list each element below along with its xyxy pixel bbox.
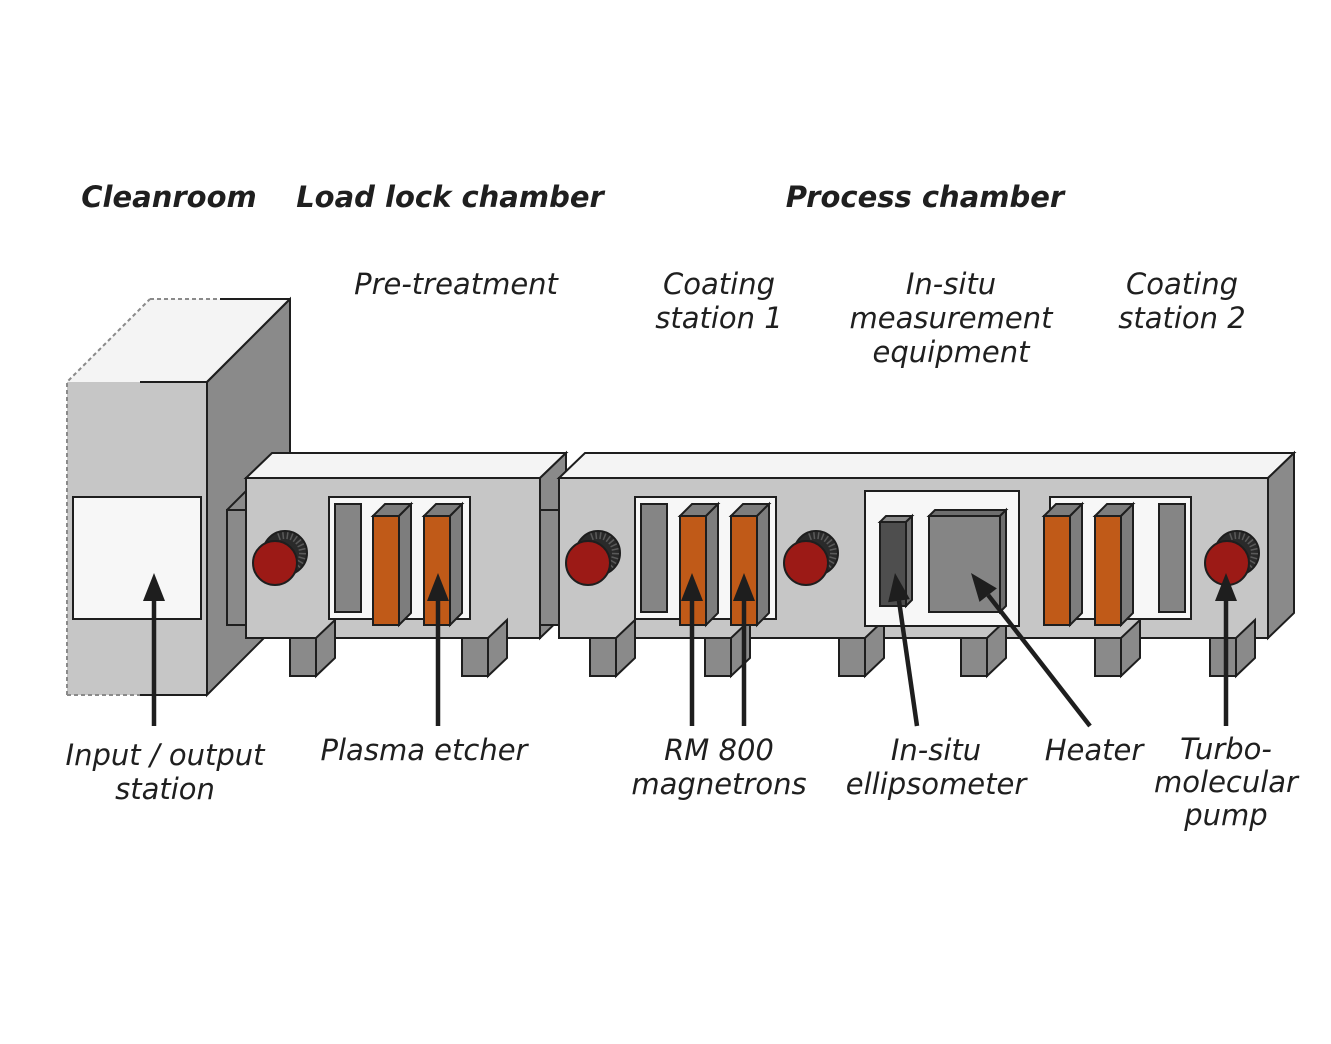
arrow-magnetron-1 bbox=[681, 573, 703, 726]
coating1-gray-target bbox=[641, 504, 667, 612]
heater-unit bbox=[929, 510, 1006, 612]
etcher-electrode-1 bbox=[373, 504, 411, 625]
process-side bbox=[1268, 453, 1294, 638]
load-lock-top bbox=[246, 453, 566, 478]
coating2-gray-target bbox=[1159, 504, 1185, 612]
pretreatment-gray-target bbox=[335, 504, 361, 612]
etcher-electrode-2 bbox=[424, 504, 462, 625]
magnetron-3 bbox=[1044, 504, 1082, 625]
magnetron-4 bbox=[1095, 504, 1133, 625]
flange-loadlock-process bbox=[540, 510, 559, 625]
flange-io-loadlock bbox=[227, 490, 247, 625]
heading-cleanroom: Cleanroom bbox=[81, 180, 256, 214]
label-pretreatment: Pre-treatment bbox=[354, 267, 558, 301]
process-top bbox=[559, 453, 1294, 478]
callout-plasma-etcher: Plasma etcher bbox=[321, 733, 528, 767]
callout-heater: Heater bbox=[1045, 733, 1144, 767]
arrow-plasma-etcher bbox=[427, 573, 449, 726]
heading-process-chamber: Process chamber bbox=[786, 180, 1064, 214]
magnetron-2 bbox=[731, 504, 769, 625]
heading-load-lock-chamber: Load lock chamber bbox=[296, 180, 604, 214]
magnetron-1 bbox=[680, 504, 718, 625]
io-station-window bbox=[73, 497, 201, 619]
